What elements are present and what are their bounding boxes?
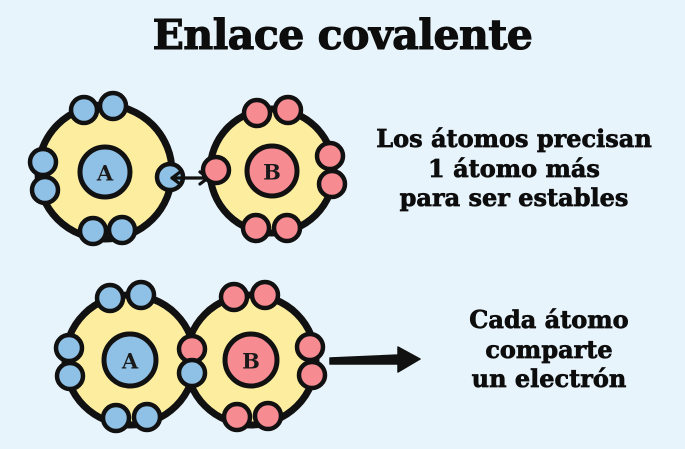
electrons-atom-b-bonded [218, 279, 328, 433]
bottom-row-atom-a: A [53, 279, 199, 434]
bottom-row-atom-b: B [182, 279, 328, 433]
top-row-atom-b: B [200, 94, 348, 244]
right-arrow-icon [329, 346, 421, 373]
caption-top-line-3: para ser estables [399, 183, 629, 213]
caption-top-line-2: 1 átomo más [428, 153, 601, 183]
page-title: Enlace covalente [152, 11, 533, 59]
nucleus-label-a-bonded: A [121, 349, 139, 374]
nucleus-label-b: B [263, 160, 281, 185]
caption-separate-atoms: Los átomos precisan 1 átomo más para ser… [347, 124, 681, 213]
nucleus-label-b-bonded: B [242, 349, 260, 374]
caption-bottom-line-3: un electrón [471, 364, 627, 394]
caption-bottom-line-1: Cada átomo [469, 305, 629, 335]
caption-shared-electron: Cada átomo comparte un electrón [420, 305, 678, 394]
electrons-atom-a-bonded [53, 279, 163, 434]
shared-electron-pair [176, 333, 208, 389]
nucleus-label-a: A [96, 161, 114, 186]
caption-bottom-line-2: comparte [485, 334, 613, 364]
caption-top-line-1: Los átomos precisan [376, 124, 652, 154]
electrons-atom-b [200, 94, 348, 244]
top-row-atom-a: A [27, 90, 186, 247]
electrons-atom-a [27, 90, 186, 247]
